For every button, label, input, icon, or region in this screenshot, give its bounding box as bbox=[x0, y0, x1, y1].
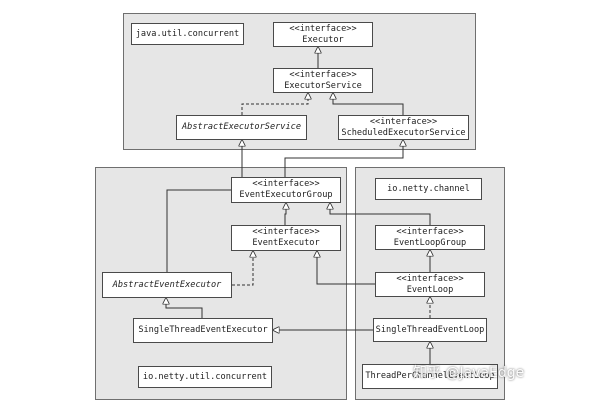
implements-executor-service-line bbox=[241, 93, 308, 115]
package-label-java-util-concurrent: java.util.concurrent bbox=[131, 23, 244, 45]
class-single-thread-event-executor: SingleThreadEventExecutor bbox=[133, 318, 273, 343]
extends-executor-service-line bbox=[333, 93, 404, 115]
extends-abstract-executor-service-line bbox=[166, 140, 242, 272]
class-thread-per-channel-event-loop: ThreadPerChannelEventLoop bbox=[362, 364, 498, 389]
class-name: EventExecutor bbox=[252, 238, 320, 248]
stereotype-label: <<interface>> bbox=[289, 69, 357, 80]
class-name: ExecutorService bbox=[284, 80, 362, 91]
stereotype-label: <<interface>> bbox=[289, 23, 357, 34]
class-event-executor-group: <<interface>> EventExecutorGroup bbox=[231, 177, 341, 203]
class-executor: <<interface>> Executor bbox=[273, 22, 373, 47]
class-name: EventLoop bbox=[406, 284, 454, 295]
class-name: ScheduledExecutorService bbox=[341, 127, 466, 138]
class-event-loop: <<interface>> EventLoop bbox=[375, 272, 485, 297]
extends-event-executor-group-line bbox=[285, 203, 286, 225]
class-name: AbstractEventExecutor bbox=[112, 279, 222, 290]
class-event-loop-group: <<interface>> EventLoopGroup bbox=[375, 225, 485, 250]
stereotype-label: <<interface>> bbox=[252, 227, 320, 237]
package-label-io-netty-util-concurrent: io.netty.util.concurrent bbox=[138, 366, 272, 388]
class-event-executor: <<interface>> EventExecutor bbox=[231, 225, 341, 251]
class-name: SingleThreadEventExecutor bbox=[138, 325, 268, 335]
class-scheduled-executor-service: <<interface>> ScheduledExecutorService bbox=[338, 115, 469, 140]
extends-event-executor-line bbox=[317, 251, 375, 285]
class-abstract-event-executor: AbstractEventExecutor bbox=[102, 272, 232, 298]
stereotype-label: <<interface>> bbox=[369, 116, 438, 127]
implements-event-executor-line bbox=[232, 251, 253, 286]
stereotype-label: <<interface>> bbox=[396, 226, 464, 237]
stereotype-label: <<interface>> bbox=[396, 273, 464, 284]
class-name: SingleThreadEventLoop bbox=[375, 324, 485, 335]
class-name: Executor bbox=[302, 34, 344, 45]
stereotype-label: <<interface>> bbox=[252, 179, 320, 189]
package-label-io-netty-channel: io.netty.channel bbox=[375, 178, 482, 200]
class-name: EventLoopGroup bbox=[393, 237, 467, 248]
extends-event-executor-group-line-2 bbox=[330, 203, 431, 225]
class-name: AbstractExecutorService bbox=[182, 122, 301, 132]
extends-abstract-event-executor-line bbox=[166, 298, 203, 318]
class-abstract-executor-service: AbstractExecutorService bbox=[176, 115, 307, 140]
class-single-thread-event-loop: SingleThreadEventLoop bbox=[373, 318, 487, 342]
class-name: EventExecutorGroup bbox=[239, 190, 333, 200]
class-executor-service: <<interface>> ExecutorService bbox=[273, 68, 373, 93]
extends-scheduled-executor-service-line bbox=[284, 140, 403, 177]
class-name: ThreadPerChannelEventLoop bbox=[365, 371, 495, 381]
